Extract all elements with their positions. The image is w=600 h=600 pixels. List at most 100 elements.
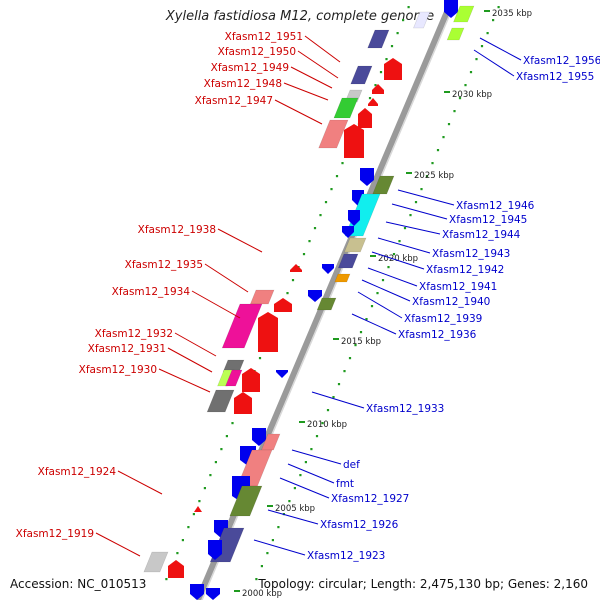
leader-line-reverse: [479, 37, 522, 61]
tick-dot: [330, 188, 333, 191]
tick-dot: [337, 383, 341, 386]
tick-dot: [214, 461, 217, 464]
gene-label-forward: Xfasm12_1919: [16, 528, 94, 540]
tick-dot: [492, 19, 495, 22]
tick-dot: [420, 188, 423, 191]
gene-arrow-forward: [242, 368, 260, 392]
tick-dot: [332, 396, 335, 399]
gene-box-1950: [350, 65, 373, 85]
gene-box-1940: [334, 273, 351, 283]
tick-mark: [370, 255, 376, 257]
leader-line-forward: [191, 290, 241, 319]
tick-dot: [464, 84, 467, 87]
topology-summary: Topology: circular; Length: 2,475,130 bp…: [258, 577, 588, 591]
gene-box-1934: [221, 303, 263, 349]
gene-box-1927: [229, 485, 263, 517]
tick-dot: [385, 58, 388, 61]
gene-label-reverse: def: [343, 459, 360, 471]
tick-dot: [469, 71, 473, 74]
leader-line-reverse: [253, 539, 306, 556]
gene-arrow-reverse: [308, 290, 322, 302]
tick-dot: [379, 71, 383, 74]
gene-box-1931b: [225, 369, 243, 387]
gene-label-reverse: Xfasm12_1943: [432, 248, 510, 260]
tick-dot: [165, 578, 168, 581]
leader-line-reverse: [377, 237, 431, 254]
gene-arrow-reverse: [206, 588, 220, 600]
tick-dot: [231, 422, 234, 425]
gene-label-forward: Xfasm12_1931: [88, 343, 166, 355]
tick-dot: [293, 487, 296, 490]
gene-arrow-forward: [168, 560, 184, 578]
tick-dot: [376, 292, 379, 295]
tick-dot: [304, 461, 307, 464]
gene-box-1943: [343, 237, 367, 253]
tick-dot: [348, 357, 352, 360]
tick-dot: [398, 240, 401, 243]
tick-mark: [299, 421, 305, 423]
gene-label-forward: Xfasm12_1935: [125, 259, 203, 271]
tick-dot: [368, 97, 372, 100]
leader-line-forward: [174, 332, 217, 357]
tick-dot: [335, 175, 339, 178]
leader-line-forward: [297, 50, 339, 79]
tick-dot: [260, 565, 263, 568]
gene-label-reverse: Xfasm12_1923: [307, 550, 385, 562]
tick-mark: [406, 172, 412, 174]
tick-dot: [475, 58, 478, 61]
gene-arrow-reverse: [252, 428, 266, 446]
tick-dot: [442, 136, 445, 139]
tick-dot: [453, 110, 456, 113]
leader-line-reverse: [351, 313, 397, 335]
tick-dot: [181, 539, 184, 542]
tick-mark: [333, 338, 339, 340]
tick-dot: [370, 305, 374, 308]
gene-arrow-reverse: [444, 0, 458, 18]
tick-dot: [308, 240, 311, 243]
tick-label: 2000 kbp: [242, 589, 282, 599]
tick-dot: [359, 331, 363, 334]
tick-dot: [324, 201, 328, 204]
tick-dot: [392, 253, 396, 256]
tick-dot: [299, 474, 302, 477]
tick-dot: [343, 370, 346, 373]
tick-dot: [198, 500, 201, 503]
gene-label-reverse: Xfasm12_1933: [366, 403, 444, 415]
gene-box-1919: [143, 551, 169, 573]
gene-label-forward: Xfasm12_1938: [138, 224, 216, 236]
gene-arrow-forward: [258, 312, 278, 352]
leader-line-reverse: [371, 251, 425, 270]
gene-arrow-reverse: [348, 210, 360, 226]
gene-arrow-forward: [358, 108, 372, 128]
tick-dot: [458, 97, 462, 100]
tick-dot: [414, 201, 418, 204]
gene-box-1934a: [249, 289, 275, 305]
tick-dot: [374, 84, 377, 87]
tick-dot: [409, 214, 412, 217]
leader-line-reverse: [267, 509, 319, 525]
tick-dot: [286, 292, 289, 295]
gene-label-reverse: Xfasm12_1955: [516, 71, 594, 83]
tick-label: 2025 kbp: [414, 171, 454, 181]
gene-label-forward: Xfasm12_1948: [204, 78, 282, 90]
gene-arrow-forward: [290, 264, 302, 272]
tick-mark: [484, 10, 490, 12]
tick-dot: [209, 474, 212, 477]
gene-box-1956: [453, 5, 475, 23]
gene-box-1948: [333, 97, 359, 119]
leader-line-reverse: [357, 291, 403, 319]
tick-label: 2030 kbp: [452, 90, 492, 100]
tick-label: 2020 kbp: [378, 254, 418, 264]
gene-label-forward: Xfasm12_1930: [79, 364, 157, 376]
tick-dot: [436, 149, 440, 152]
tick-dot: [486, 32, 489, 35]
gene-box-1955: [446, 27, 465, 41]
tick-dot: [447, 123, 451, 126]
tick-dot: [387, 266, 390, 269]
tick-dot: [225, 435, 228, 438]
gene-arrow-reverse: [276, 370, 288, 378]
leader-line-forward: [217, 228, 263, 253]
tick-label: 2035 kbp: [492, 9, 532, 19]
tick-dot: [431, 162, 434, 165]
